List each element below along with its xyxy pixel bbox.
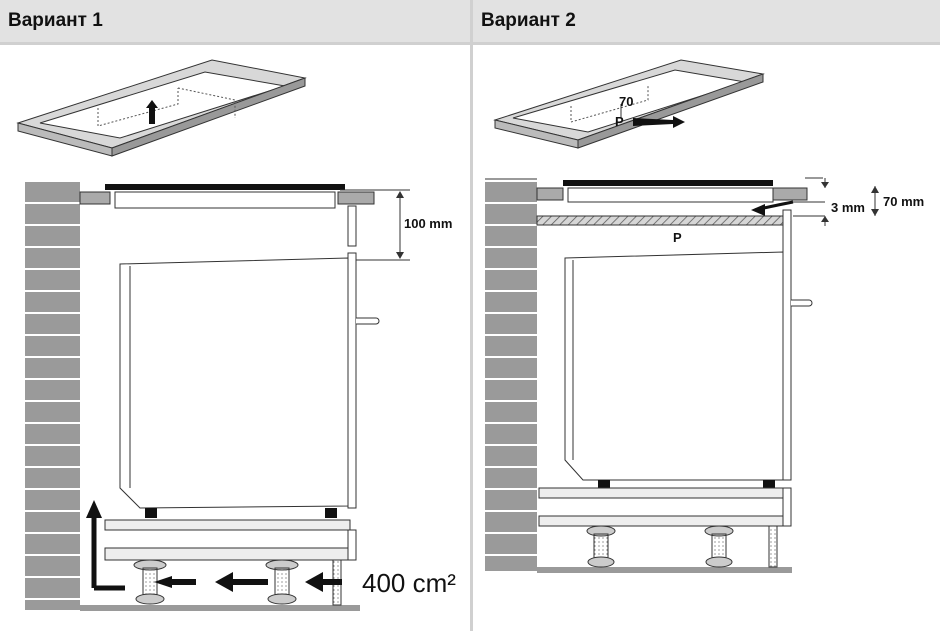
variant-1-panel: Вариант 1 [0,0,473,631]
countertop-cutout-perspective [16,59,307,157]
arrow-right-icon [633,116,685,128]
airflow-arrows [86,500,342,592]
hob-glass [105,184,345,190]
adjustable-foot [704,525,734,568]
top-view-p: P [615,114,624,129]
oven-body [119,257,349,509]
countertop-cutout-perspective [493,59,765,149]
hob-glass [563,180,773,186]
oven-door [347,252,357,509]
intermediate-panel [536,215,784,226]
adjustable-foot [586,525,616,568]
vent-area-label: 400 cm² [362,568,456,598]
top-view-dim: 70 [619,94,633,109]
oven-handle [356,317,380,325]
arrow-up-icon [146,100,158,124]
brick-wall [25,180,80,610]
panel-p-label: P [673,230,682,245]
floor [537,567,792,573]
oven-handle [791,299,813,307]
adjustable-foot [133,559,167,605]
variant-2-diagram: 70 P P 3 mm 70 mm [485,59,924,573]
gap-3mm: 3 mm [831,200,865,215]
oven-body [564,251,784,481]
variant-2-title: Вариант 2 [473,0,940,45]
adjustable-foot [265,559,299,605]
variant-1-diagram: 100 mm [16,59,456,611]
gap-70mm: 70 mm [883,194,924,209]
floor [80,605,360,611]
brick-wall [485,178,537,571]
arrow-left-icon [751,204,765,216]
hob-body [114,191,336,209]
dimension-100mm: 100 mm [404,216,452,231]
variant-2-panel: Вариант 2 70 P [473,0,940,631]
hob-body [567,187,774,203]
variant-1-title: Вариант 1 [0,0,470,45]
oven-door [782,209,792,481]
